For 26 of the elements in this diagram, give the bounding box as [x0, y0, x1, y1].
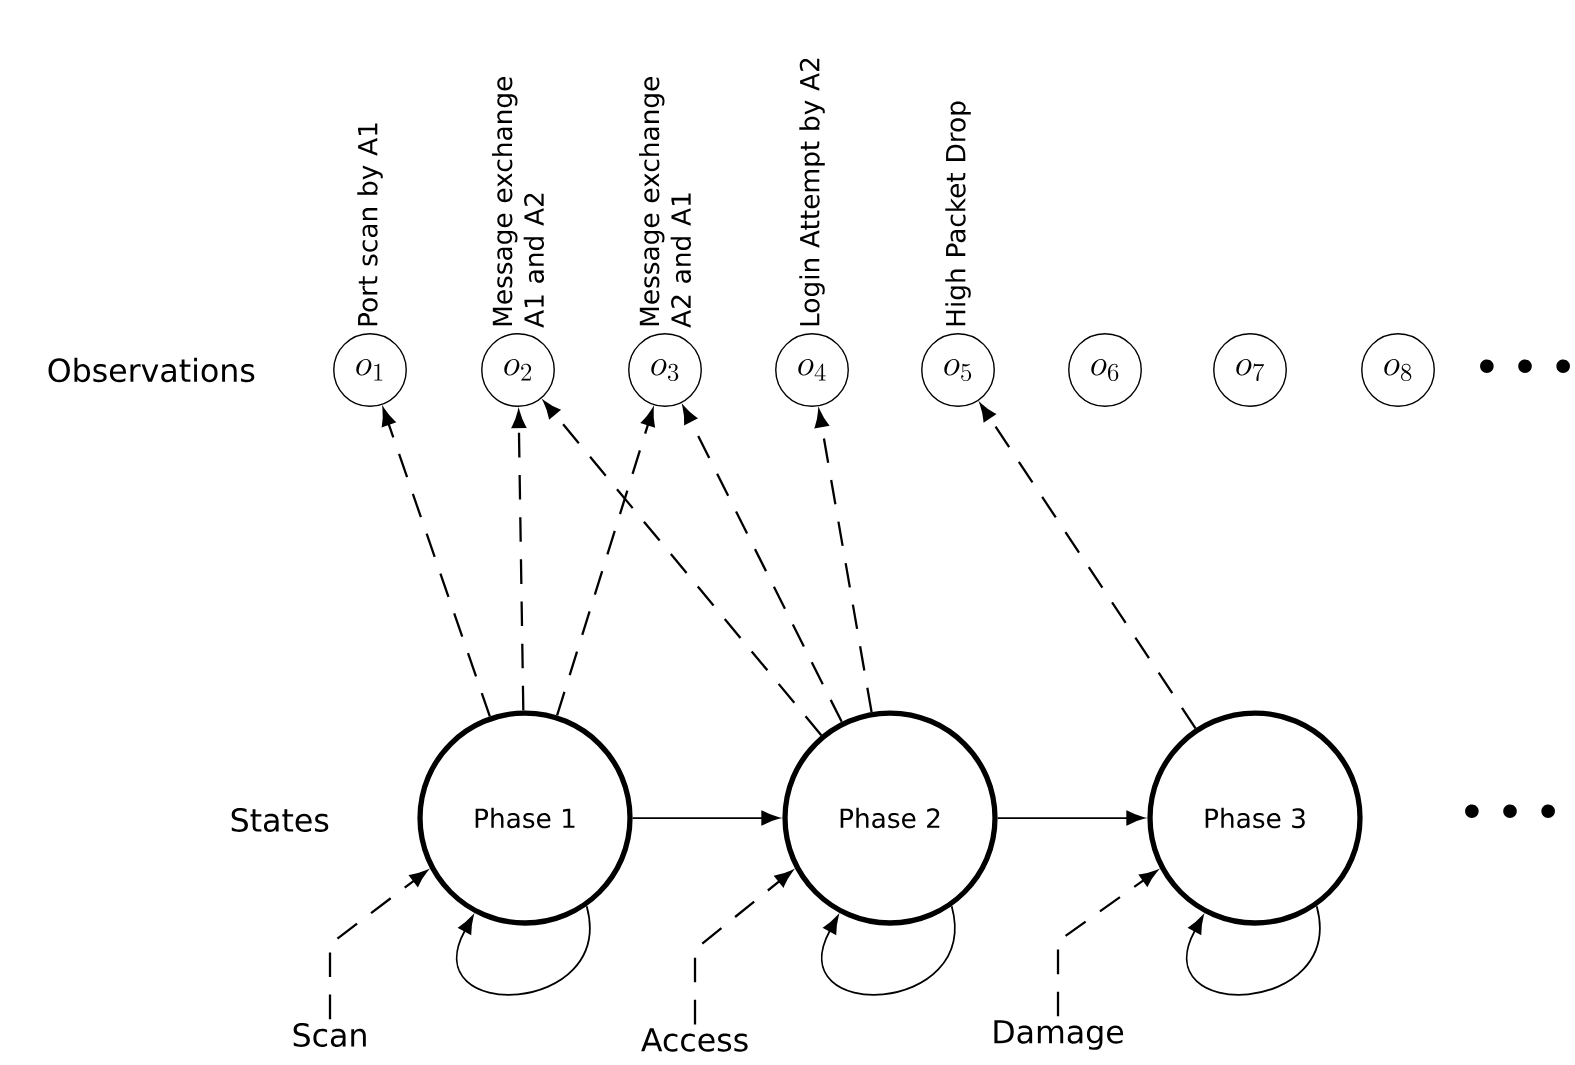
phase-label: Damage: [994, 1020, 1124, 1050]
leader-arrow: [1056, 870, 1158, 1017]
observation-label: Message exchange A2 and A1: [639, 77, 692, 328]
ellipsis: • • •: [1465, 804, 1555, 818]
ellipsis: • • •: [1480, 359, 1570, 373]
observation-label: Message exchange A1 and A2: [492, 77, 545, 328]
leader-arrow: [693, 870, 793, 1025]
emission-arrow: [682, 406, 843, 723]
self-loop-arrow: [821, 905, 956, 996]
emission-arrow: [543, 400, 823, 736]
transition-arrow: [631, 810, 780, 826]
phase-label: Scan: [293, 1023, 366, 1047]
leader-arrow: [328, 870, 428, 1020]
emission-arrow: [814, 409, 873, 713]
observation-label: Port scan by A1: [357, 123, 383, 326]
emission-arrow: [381, 408, 491, 717]
row-label: Observations: [48, 357, 255, 383]
self-loop-arrow: [1186, 905, 1321, 996]
emission-arrow: [556, 408, 655, 716]
observation-label: Login Attempt by A2: [799, 58, 825, 326]
row-label: States: [231, 808, 329, 832]
observation-label: High Packet Drop: [945, 101, 971, 326]
transition-arrow: [996, 810, 1145, 826]
phase-label: Access: [641, 1028, 748, 1052]
self-loop-arrow: [456, 905, 591, 996]
emission-arrow: [979, 403, 1197, 729]
